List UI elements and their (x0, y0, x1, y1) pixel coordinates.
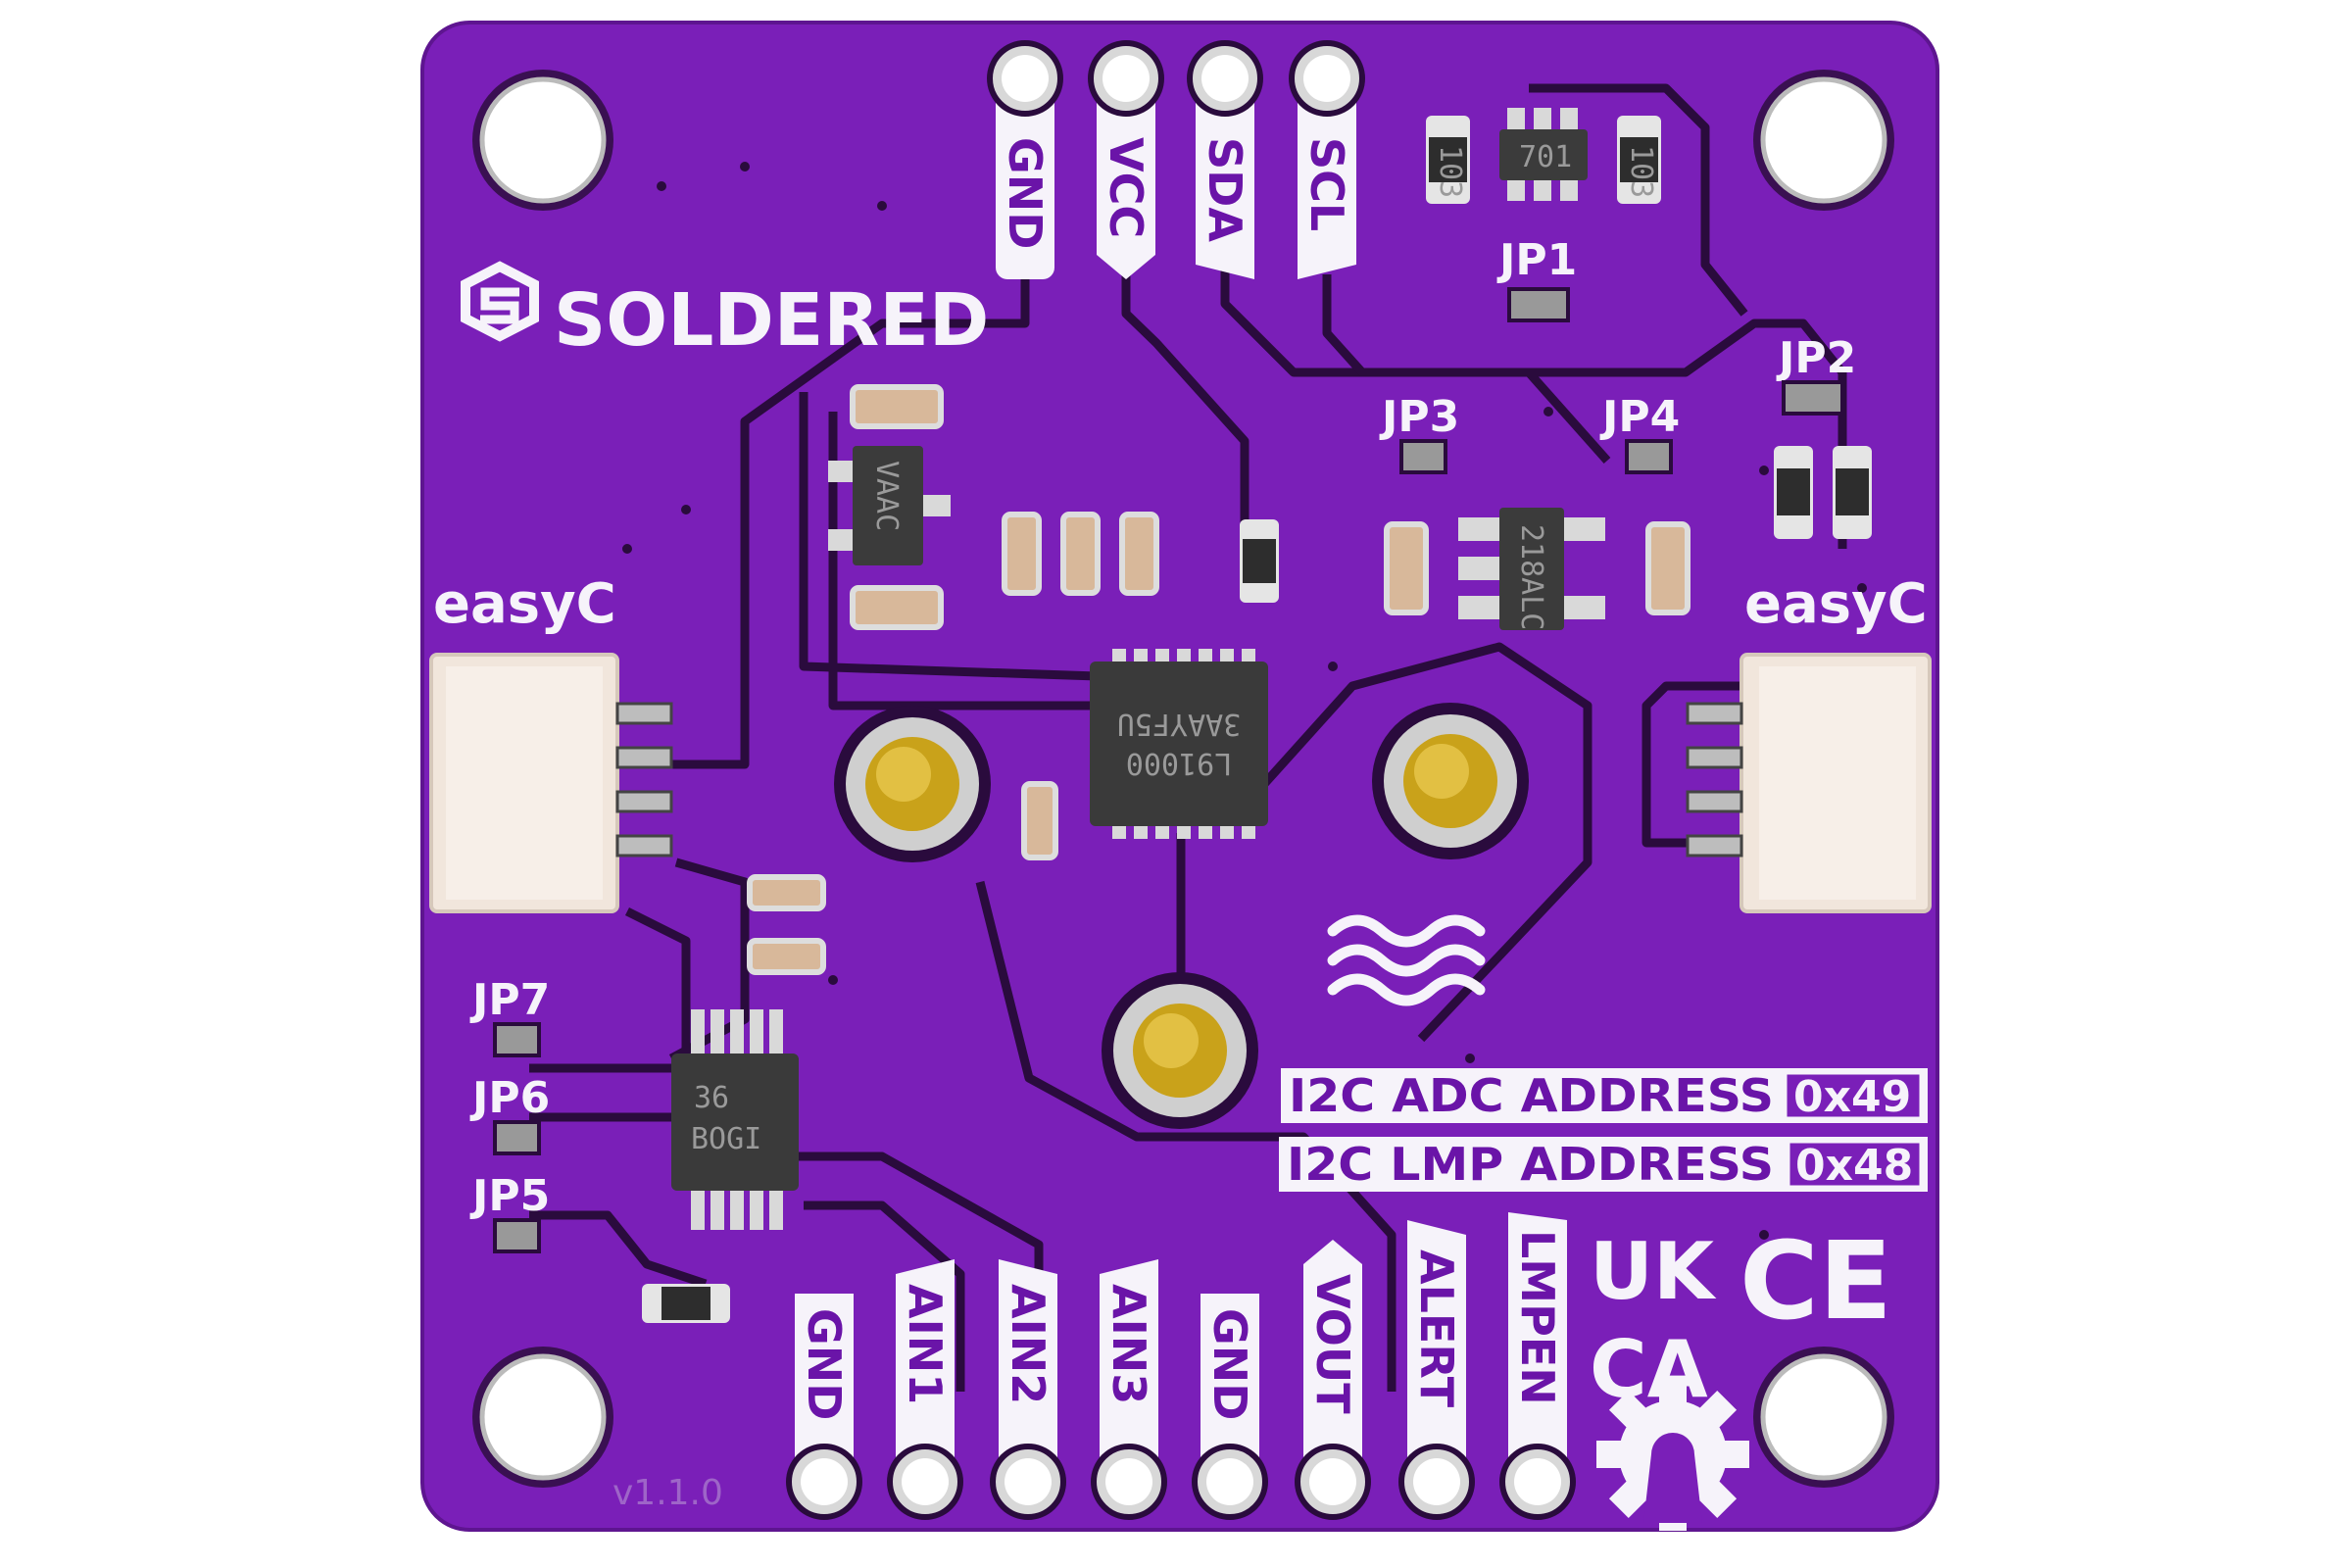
pin-label: VCC (1100, 137, 1152, 238)
regulator-chip: 218ALC (1384, 508, 1690, 630)
resistor-marking: 103 (1624, 145, 1658, 198)
address-adc: I2C ADC ADDRESS 0x49 (1281, 1068, 1928, 1123)
jp5-label: JP5 (469, 1171, 550, 1221)
address-lmp: I2C LMP ADDRESS 0x48 (1279, 1137, 1928, 1192)
ukca-top: UK (1590, 1226, 1717, 1317)
pin-label: AIN1 (899, 1284, 952, 1404)
bottom-pin-lmpen[interactable]: LMPEN (1499, 1212, 1576, 1520)
version-label: v1.1.0 (612, 1473, 723, 1513)
electrode-pads (834, 703, 1529, 1129)
waves-icon (1327, 914, 1486, 1006)
capacitors (747, 512, 1159, 975)
bottom-pin-vout[interactable]: VOUT (1295, 1240, 1371, 1520)
resistor: 103 (1426, 116, 1470, 204)
jp4-label: JP4 (1599, 392, 1680, 442)
bottom-pin-gnd[interactable]: GND (786, 1294, 862, 1520)
sot23-marking: VAAC (869, 461, 904, 531)
bottom-header: GND AIN1 AIN2 AIN3 GND VOUT ALERT LMPEN (786, 1212, 1576, 1520)
pin-label: SCL (1300, 137, 1353, 231)
top-pin-vcc[interactable]: VCC (1088, 40, 1164, 279)
jp7-label: JP7 (469, 975, 550, 1025)
resistor-pair (1774, 446, 1872, 539)
pin-label: LMPEN (1511, 1230, 1564, 1405)
jumper-pad[interactable] (1782, 380, 1844, 416)
main-chip: L91000 3AAYF5U (1090, 649, 1268, 839)
resistor: 103 (1617, 116, 1661, 204)
ukca-bottom: CA (1590, 1324, 1708, 1415)
address-lmp-value: 0x48 (1795, 1141, 1913, 1191)
bottom-pin-gnd-2[interactable]: GND (1192, 1294, 1268, 1520)
ti-chip: 36 BOGI (671, 1009, 799, 1230)
jumper-pad[interactable] (1507, 287, 1570, 322)
jp1-label: JP1 (1496, 235, 1577, 285)
jumper-pad[interactable] (493, 1218, 541, 1253)
easyc-connector-left[interactable] (429, 653, 673, 913)
top-pin-sda[interactable]: SDA (1187, 40, 1263, 279)
jumper-pad[interactable] (493, 1022, 541, 1057)
easyc-left-label: easyC (433, 572, 616, 636)
jumper-pad[interactable] (1625, 439, 1673, 474)
address-adc-label: I2C ADC ADDRESS (1289, 1069, 1774, 1122)
sot6-chip: 701 (1499, 108, 1588, 201)
brand-name: SOLDERED (554, 278, 989, 363)
main-chip-line1: L91000 (1126, 746, 1232, 780)
resistor-marking: 103 (1433, 145, 1467, 198)
pin-label: VOUT (1306, 1274, 1359, 1414)
pin-label: GND (999, 137, 1052, 249)
pin-label: SDA (1199, 137, 1251, 242)
vias (622, 162, 1867, 1240)
easyc-right-label: easyC (1744, 572, 1928, 636)
open-hardware-gear-icon (1596, 1378, 1749, 1531)
ti-chip-line2: BOGI (691, 1122, 761, 1156)
main-chip-line2: 3AAYF5U (1117, 707, 1241, 741)
regulator-marking: 218ALC (1514, 524, 1548, 630)
bottom-pin-ain3[interactable]: AIN3 (1091, 1259, 1167, 1520)
address-adc-value: 0x49 (1793, 1072, 1911, 1122)
top-header: GND VCC SDA SCL (987, 40, 1365, 279)
jp3-label: JP3 (1379, 392, 1459, 442)
soldered-logo: SOLDERED (461, 261, 989, 363)
pin-label: GND (1203, 1308, 1256, 1420)
pin-label: GND (798, 1308, 851, 1420)
easyc-connector-right[interactable] (1686, 653, 1932, 913)
mounting-holes (472, 70, 1894, 1488)
sot6-marking: 701 (1519, 140, 1572, 174)
pin-label: ALERT (1410, 1250, 1463, 1408)
ti-chip-line1: 36 (694, 1081, 729, 1115)
bottom-pin-ain1[interactable]: AIN1 (887, 1259, 963, 1520)
top-pin-scl[interactable]: SCL (1289, 40, 1365, 279)
jumper-pad[interactable] (493, 1120, 541, 1155)
pin-label: AIN3 (1102, 1284, 1155, 1404)
jp6-label: JP6 (469, 1073, 550, 1123)
soldered-logo-icon (461, 261, 539, 342)
jp2-label: JP2 (1776, 333, 1856, 383)
top-pin-gnd[interactable]: GND (987, 40, 1063, 279)
bottom-pin-alert[interactable]: ALERT (1398, 1220, 1475, 1520)
bottom-pin-ain2[interactable]: AIN2 (990, 1259, 1066, 1520)
ukca-mark: UK CA (1590, 1226, 1717, 1415)
jumpers: JP1 JP2 JP3 JP4 JP7 JP6 JP5 (469, 235, 1856, 1253)
ce-mark: CE (1740, 1218, 1892, 1344)
address-lmp-label: I2C LMP ADDRESS (1287, 1138, 1774, 1191)
pin-label: AIN2 (1002, 1284, 1054, 1404)
sot23-chip: VAAC (828, 384, 951, 630)
jumper-pad[interactable] (1399, 439, 1447, 474)
